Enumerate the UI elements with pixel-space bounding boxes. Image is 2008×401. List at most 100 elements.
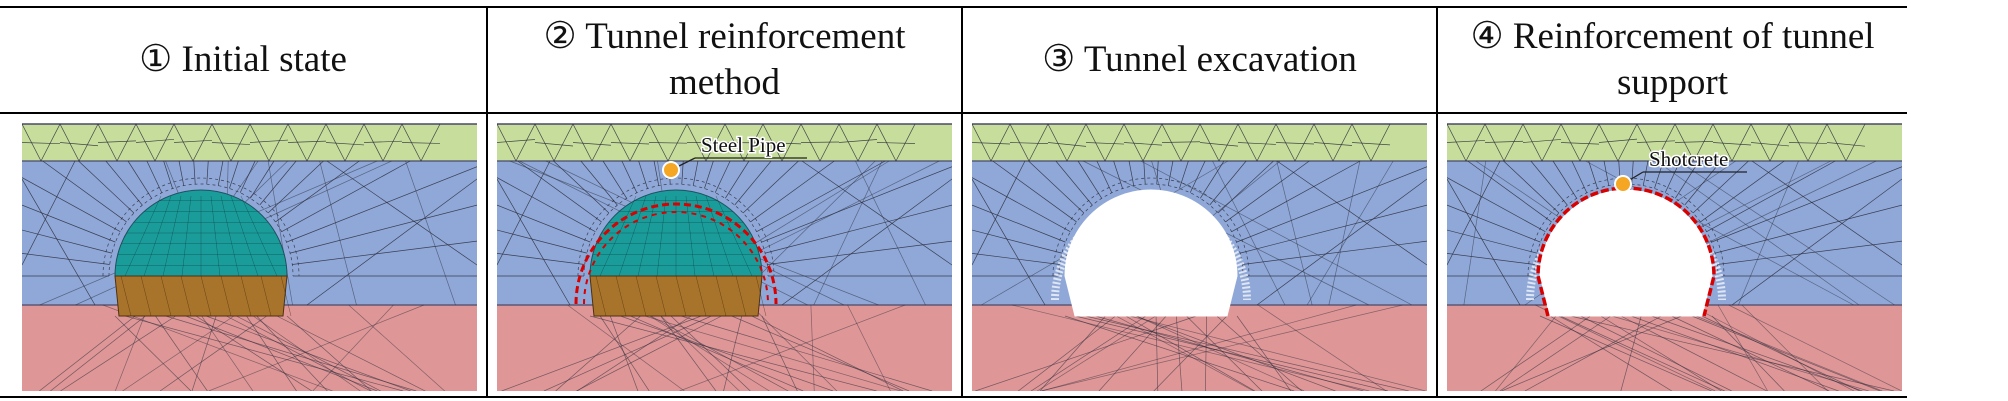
- table-bottom-rule: [0, 396, 1907, 398]
- mesh-edge: [1560, 142, 1600, 145]
- mesh-edge: [819, 123, 840, 162]
- mesh-edge: [1123, 123, 1144, 162]
- mesh-edge: [543, 315, 712, 391]
- mesh-edge: [1257, 304, 1387, 391]
- mesh-edge: [1654, 160, 1664, 189]
- mesh-edge: [165, 315, 417, 391]
- mesh-edge: [1231, 160, 1361, 232]
- mesh-edge: [1086, 304, 1426, 391]
- mesh-edge: [1620, 315, 1642, 391]
- mesh-edge: [679, 304, 906, 391]
- finite-element-mesh: [972, 123, 1427, 391]
- mesh-edge: [78, 160, 135, 214]
- mesh-edge: [517, 160, 602, 223]
- mesh-edge: [972, 177, 1071, 232]
- mesh-edge: [1712, 142, 1752, 146]
- mesh-edge: [1113, 160, 1123, 189]
- mesh-edge: [1153, 315, 1228, 391]
- mesh-edge: [1161, 141, 1201, 143]
- mesh-edge: [1351, 123, 1372, 162]
- mesh-edge: [306, 123, 327, 162]
- mesh-edge: [1040, 304, 1403, 391]
- mesh-edge: [1143, 160, 1146, 185]
- mesh-edge: [40, 123, 61, 162]
- mesh-edge: [1560, 123, 1581, 162]
- mesh-edge: [140, 275, 152, 317]
- mesh-edge: [267, 160, 293, 306]
- mesh-edge: [1447, 123, 1467, 162]
- mesh-edge: [972, 253, 1060, 265]
- tunnel-inner-mesh: [115, 195, 292, 317]
- mesh-edge: [631, 304, 770, 391]
- bottom-soil-layer: [22, 305, 477, 391]
- mesh-edge: [591, 123, 612, 162]
- mesh-edge: [755, 275, 767, 317]
- mesh-edge: [1674, 141, 1714, 143]
- finite-element-mesh: [1447, 123, 1902, 391]
- mesh-edge: [1047, 142, 1087, 147]
- mesh-edge: [306, 178, 477, 306]
- mesh-edge: [1142, 123, 1163, 162]
- mesh-edge: [1306, 160, 1394, 306]
- mesh-edge: [1530, 160, 1568, 206]
- mesh-edge: [127, 160, 152, 199]
- mesh-edge: [325, 123, 346, 162]
- mesh-edge: [1140, 160, 1413, 306]
- tunnel-bench-section: [114, 275, 288, 317]
- mesh-edge: [180, 275, 192, 317]
- mesh-edge: [714, 160, 731, 193]
- mesh-edge: [292, 240, 477, 265]
- mesh-edge: [1077, 160, 1102, 199]
- mesh-edge: [1104, 123, 1125, 162]
- mesh-edge: [276, 315, 426, 391]
- mesh-edge: [344, 123, 365, 162]
- table-header-rule: [0, 112, 1907, 114]
- finite-element-mesh: [22, 123, 477, 391]
- mesh-edge: [497, 178, 571, 306]
- mesh-edge: [1664, 160, 1681, 193]
- mesh-edge: [1535, 304, 1716, 391]
- mesh-edge: [290, 204, 477, 254]
- mesh-edge: [236, 315, 381, 391]
- mesh-edge: [1028, 123, 1049, 162]
- mesh-edge: [105, 160, 143, 206]
- column-divider-1: [486, 6, 488, 398]
- mesh-edge: [553, 123, 574, 162]
- mesh-edge: [855, 160, 926, 306]
- mesh-edge: [847, 304, 891, 391]
- mesh-edge: [1370, 123, 1391, 162]
- mesh-edge: [497, 177, 596, 232]
- mesh-edge: [1671, 315, 1830, 391]
- mesh-edge: [1480, 315, 1591, 391]
- mesh-edge: [813, 160, 883, 306]
- tunnel-inner-mesh: [590, 195, 767, 317]
- mesh-edge: [192, 123, 213, 162]
- top-soil-layer: [22, 124, 477, 161]
- mesh-edge: [801, 160, 952, 266]
- mesh-edge: [1691, 315, 1881, 391]
- mesh-edge: [1447, 204, 1541, 243]
- mesh-edge: [1712, 123, 1733, 162]
- mesh-edge: [1313, 123, 1334, 162]
- mesh-edge: [275, 160, 360, 223]
- mesh-edge: [39, 315, 136, 391]
- mesh-edge: [1236, 166, 1427, 243]
- mesh-edge: [22, 160, 76, 266]
- mesh-edge: [838, 139, 878, 143]
- mesh-edge: [326, 160, 477, 266]
- mesh-edge: [1678, 160, 1895, 306]
- mesh-edge: [595, 275, 607, 317]
- mesh-edge: [193, 304, 254, 391]
- mesh-edge: [22, 142, 61, 145]
- mesh-edge: [1447, 177, 1546, 232]
- mesh-ring: [583, 183, 769, 277]
- mesh-edge: [589, 315, 877, 391]
- mesh-edge: [1242, 240, 1427, 265]
- mesh-edge: [1447, 229, 1537, 254]
- mesh-edge: [1741, 304, 1828, 391]
- sky-band: [1447, 118, 1902, 124]
- table-top-rule: [0, 6, 1907, 8]
- mesh-edge: [211, 123, 232, 162]
- mesh-edge: [576, 315, 692, 391]
- mesh-edge: [497, 160, 551, 266]
